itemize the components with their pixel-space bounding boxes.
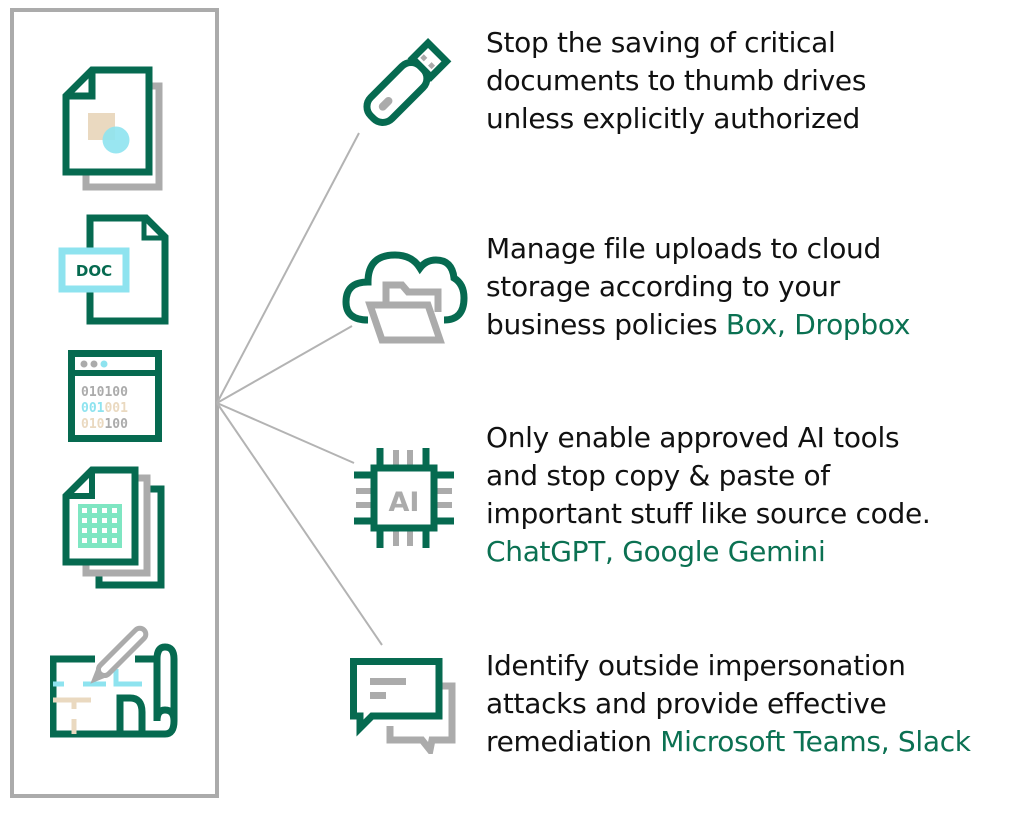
- item-cloud-line-2: storage according to your: [486, 270, 840, 303]
- doc-label: DOC: [76, 262, 112, 280]
- spreadsheet-documents-icon: [62, 466, 165, 589]
- item-chat-line-1: Identify outside impersonation: [486, 649, 906, 682]
- ai-vendors: ChatGPT, Google Gemini: [486, 535, 826, 568]
- item-ai-text: Only enable approved AI tools and stop c…: [486, 419, 931, 571]
- item-cloud-line-1: Manage file uploads to cloud: [486, 232, 881, 265]
- item-usb-line-1: Stop the saving of critical: [486, 26, 836, 59]
- image-document-icon: [62, 66, 163, 191]
- item-usb-line-3: unless explicitly authorized: [486, 102, 860, 135]
- connector-line-cloud: [216, 325, 353, 404]
- item-cloud-line-3-text: business policies: [486, 308, 726, 341]
- item-ai-line-1: Only enable approved AI tools: [486, 421, 900, 454]
- cloud-vendors: Box, Dropbox: [725, 308, 911, 341]
- item-chat-text: Identify outside impersonation attacks a…: [486, 647, 971, 761]
- item-chat-line-3-text: remediation: [486, 725, 661, 758]
- connector-line-usb: [216, 132, 360, 404]
- item-usb-text: Stop the saving of critical documents to…: [486, 24, 866, 138]
- item-cloud-text: Manage file uploads to cloud storage acc…: [486, 230, 910, 344]
- ai-chip-label: AI: [389, 487, 420, 518]
- doc-file-icon: DOC: [58, 214, 169, 325]
- blueprint-drawing-icon: [50, 625, 178, 738]
- item-ai-line-3: important stuff like source code.: [486, 497, 931, 530]
- item-chat-line-2: attacks and provide effective: [486, 687, 887, 720]
- usb-thumb-drive-icon: [363, 38, 452, 126]
- item-chat-line-3: remediation Microsoft Teams, Slack: [486, 723, 971, 761]
- binary-row-1: 010100: [81, 385, 128, 400]
- item-usb-line-2: documents to thumb drives: [486, 64, 867, 97]
- binary-row-3: 010100: [81, 417, 128, 432]
- cloud-folder-icon: [342, 251, 468, 344]
- item-ai-line-2: and stop copy & paste of: [486, 459, 830, 492]
- connector-line-ai: [216, 402, 355, 464]
- ai-chip-icon: AI: [354, 448, 454, 548]
- chat-bubbles-icon: [350, 658, 456, 754]
- binary-code-window-icon: 010100 001001 010100: [68, 350, 162, 442]
- chat-vendors: Microsoft Teams, Slack: [660, 725, 971, 758]
- binary-row-2: 001001: [81, 401, 128, 416]
- item-cloud-line-3: business policies Box, Dropbox: [486, 306, 910, 344]
